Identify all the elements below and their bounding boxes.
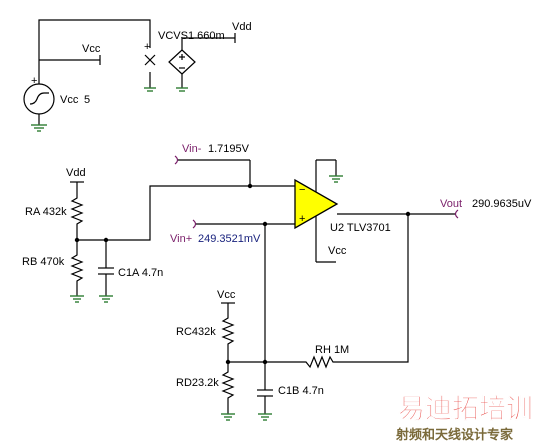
capacitor-c1a[interactable] [98,240,114,296]
resistor-rc[interactable] [221,314,235,362]
watermark-subtitle: 射频和天线设计专家 [395,427,514,443]
vout-name: Vout [440,198,462,210]
ground-symbol [258,413,272,421]
vin-plus-value: 249.3521mV [198,233,261,245]
resistor-rd[interactable] [221,362,235,414]
vcc-node-label: Vcc [217,289,236,301]
c1a-label: C1A 4.7n [118,267,163,279]
ground-symbol [144,87,188,92]
ground-symbol [31,124,47,132]
vin-plus-name: Vin+ [170,233,192,245]
resistor-rh[interactable] [265,355,338,369]
resistor-ra[interactable] [70,192,84,240]
capacitor-c1b[interactable] [257,362,273,414]
svg-text:−: − [299,184,305,196]
vin-minus-value: 1.7195V [208,143,250,155]
vdd-node [70,181,84,192]
vcc-source-name: Vcc [60,94,79,106]
vcc-source-value: 5 [84,94,90,106]
c1b-label: C1B 4.7n [278,385,324,397]
svg-text:+: + [144,41,150,53]
rd-label: RD23.2k [176,377,219,389]
vout-value: 290.9635uV [472,198,532,210]
ground-symbol [99,295,113,303]
resistor-rb[interactable] [70,240,84,296]
vout-probe[interactable] [408,209,459,219]
vcvs-source[interactable]: + [144,33,236,88]
vin-minus-name: Vin- [182,143,202,155]
watermark-title: 易迪拓培训 [398,394,533,425]
ground-symbol [329,175,343,183]
vcc-rail-label: Vcc [82,43,101,55]
ground-symbol [70,295,84,303]
rb-label: RB 470k [22,256,65,268]
vin-plus-probe[interactable] [192,219,265,229]
ground-symbol [221,413,235,421]
vin-minus-probe[interactable] [174,155,251,186]
vdd-rail-label: Vdd [232,21,252,33]
vdd-label: Vdd [66,167,86,179]
ra-label: RA 432k [25,206,67,218]
vcvs-label: VCVS1 660m [158,30,225,42]
svg-text:+: + [31,75,37,87]
rh-label: RH 1M [315,344,349,356]
vcc-source[interactable]: + [23,19,151,125]
rc-label: RC432k [176,326,216,338]
svg-text:+: + [299,213,305,225]
vcc-node [221,302,235,314]
opamp-vcc-label: Vcc [328,245,347,257]
opamp-u2[interactable]: − + [294,159,339,263]
u2-label: U2 TLV3701 [330,222,391,234]
